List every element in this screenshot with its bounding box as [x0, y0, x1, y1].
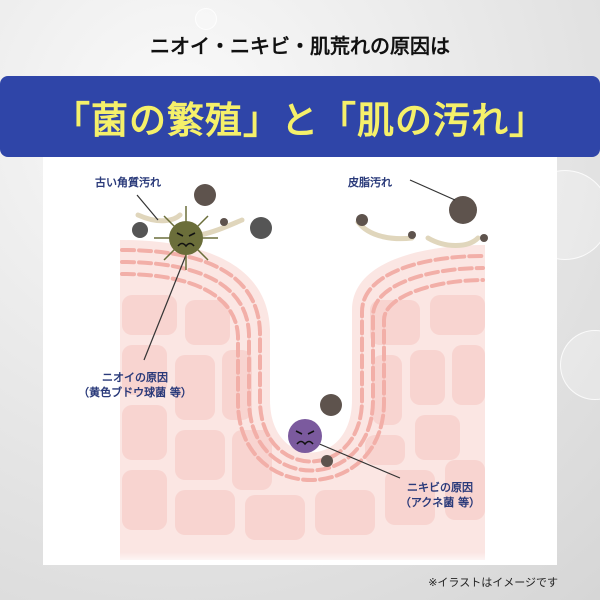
label-odor-cause: ニオイの原因 （黄色ブドウ球菌 等）	[70, 370, 200, 400]
odor-bacteria-icon	[154, 206, 218, 270]
odor-bacteria-text: （黄色ブドウ球菌 等）	[78, 386, 192, 399]
acne-cause-text: ニキビの原因	[407, 481, 473, 494]
headline: 「菌の繁殖」と「肌の汚れ」	[53, 98, 547, 142]
label-old-keratin: 古い角質汚れ	[95, 176, 161, 189]
subtitle: ニオイ・ニキビ・肌荒れの原因は	[150, 34, 450, 58]
acne-bacteria-text: （アクネ菌 等）	[399, 496, 481, 509]
pointer-lines	[136, 179, 456, 479]
bubble-decoration	[195, 8, 217, 30]
label-sebum: 皮脂汚れ	[348, 176, 392, 189]
illustration-note: ※イラストはイメージです	[428, 576, 558, 589]
odor-cause-text: ニオイの原因	[102, 371, 168, 384]
label-acne-cause: ニキビの原因 （アクネ菌 等）	[390, 480, 490, 510]
dirt-particles	[132, 184, 488, 467]
fade-overlay	[110, 500, 500, 565]
acne-bacteria-icon	[288, 419, 322, 453]
skin-barrier-layers	[120, 248, 485, 482]
headline-banner: 「菌の繁殖」と「肌の汚れ」	[0, 76, 600, 157]
keratin-flakes	[135, 212, 481, 248]
